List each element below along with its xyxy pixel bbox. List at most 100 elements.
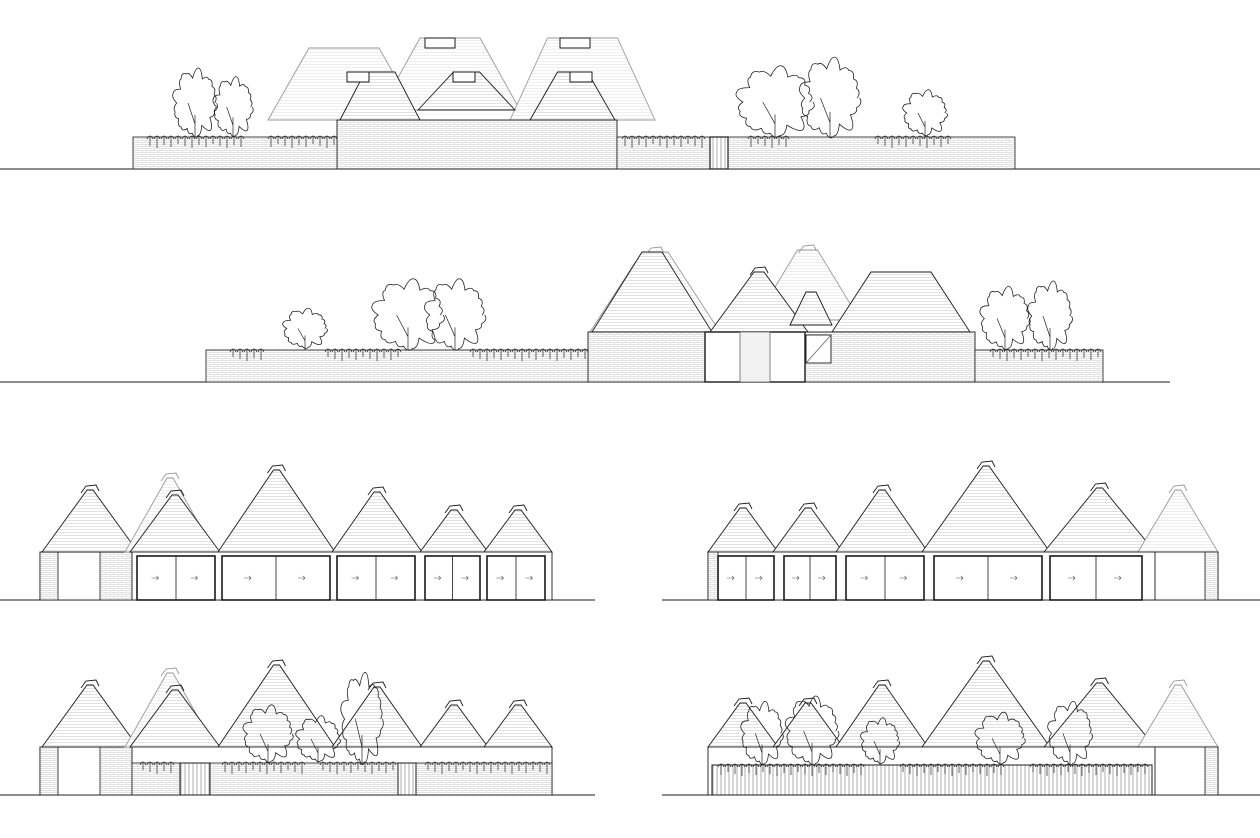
tree-trunk (396, 314, 409, 350)
hedge-planting (139, 761, 175, 774)
tree-trunk (820, 97, 831, 137)
tree (1027, 280, 1073, 351)
planting-line (874, 135, 952, 148)
tree-canopy (340, 671, 384, 765)
tree (979, 286, 1031, 351)
tree (212, 76, 254, 137)
rooflight (160, 667, 180, 677)
tree (242, 704, 294, 763)
brick-pier (707, 551, 719, 601)
door-handle-arrow (899, 575, 907, 581)
tree (740, 701, 784, 766)
hedge-planting (747, 135, 790, 148)
tree-canopy (798, 56, 862, 139)
tree-canopy (740, 701, 784, 766)
brick-pier (1204, 746, 1219, 796)
tree-trunk (996, 318, 1006, 350)
hedge-planting (319, 761, 397, 774)
rooflight (645, 246, 665, 256)
brick-pier (1204, 551, 1219, 601)
tree (902, 89, 948, 137)
elevation-1 (0, 37, 1260, 170)
door-handle-arrow (461, 575, 469, 581)
hedge-planting (717, 763, 865, 776)
hedge-planting (874, 135, 952, 148)
garden-gate (709, 136, 729, 170)
tree-trunk (917, 112, 926, 137)
pyramid-roof (41, 489, 139, 553)
rooflight (733, 502, 753, 512)
rooflight (367, 486, 387, 496)
tree (371, 278, 445, 351)
door-handle-arrow (433, 575, 442, 581)
door-handle-arrow (818, 575, 826, 581)
planting-line (221, 761, 306, 774)
rooflight (444, 504, 464, 514)
tree (784, 695, 840, 766)
tree-trunk (310, 738, 319, 763)
door-handle-arrow (1010, 575, 1018, 581)
front-roof (831, 271, 971, 333)
brick-pier (39, 551, 59, 601)
brick-pier (99, 746, 136, 796)
rooflight (976, 460, 996, 470)
front-roof (416, 71, 517, 111)
pyramid-roof (707, 507, 779, 553)
tree-canopy (1047, 701, 1093, 766)
planting-line (989, 348, 1102, 361)
pyramid-roof (835, 489, 929, 553)
pyramid-roof (772, 507, 844, 553)
brick-pier (39, 746, 59, 796)
tree-trunk (1042, 315, 1051, 350)
hedge-planting (221, 761, 306, 774)
pyramid-roof (41, 684, 139, 748)
timber-fence (711, 764, 1153, 796)
door-handle-arrow (190, 575, 198, 581)
tree (340, 671, 384, 765)
door-handle-arrow (151, 575, 159, 581)
door-handle-arrow (298, 575, 306, 581)
tree-trunk (762, 101, 776, 137)
pyramid-roof (1137, 684, 1219, 748)
rooflight (976, 655, 996, 665)
tree-canopy (371, 278, 445, 351)
skylight (559, 37, 591, 49)
planting-line (469, 348, 589, 361)
planting-line (424, 761, 551, 774)
planting-line (899, 763, 1005, 776)
rooflight (267, 464, 286, 474)
hedge-planting (1029, 763, 1149, 776)
door-handle-arrow (727, 575, 735, 581)
tree-canopy (902, 89, 948, 137)
tree-trunk (445, 314, 456, 350)
door-handle-arrow (351, 575, 359, 581)
door-handle-arrow (525, 575, 533, 581)
tree-canopy (242, 704, 294, 763)
pyramid-roof (419, 509, 489, 553)
boundary-wall (132, 136, 338, 170)
rooflight (80, 679, 100, 689)
planting-line (621, 135, 706, 148)
pyramid-roof (835, 684, 929, 748)
rooflight (165, 684, 185, 694)
rooflight (733, 697, 753, 707)
pyramid-roof (921, 465, 1051, 553)
rooflight (508, 504, 528, 514)
tree (295, 715, 341, 763)
pyramid-roof (1137, 489, 1219, 553)
side-roof (789, 291, 833, 326)
rooflight (444, 699, 464, 709)
pyramid-roof (217, 664, 336, 748)
hedge-planting (621, 135, 706, 148)
tree (1047, 701, 1093, 766)
tree-canopy (282, 307, 328, 349)
rooflight (165, 489, 185, 499)
tree (423, 278, 487, 351)
pyramid-roof (483, 509, 553, 553)
tree-canopy (1027, 280, 1073, 351)
tree-canopy (212, 76, 254, 137)
tree (172, 67, 218, 138)
tree-trunk (226, 106, 234, 137)
hedge-planting (989, 348, 1102, 361)
pyramid-roof (1043, 682, 1156, 748)
